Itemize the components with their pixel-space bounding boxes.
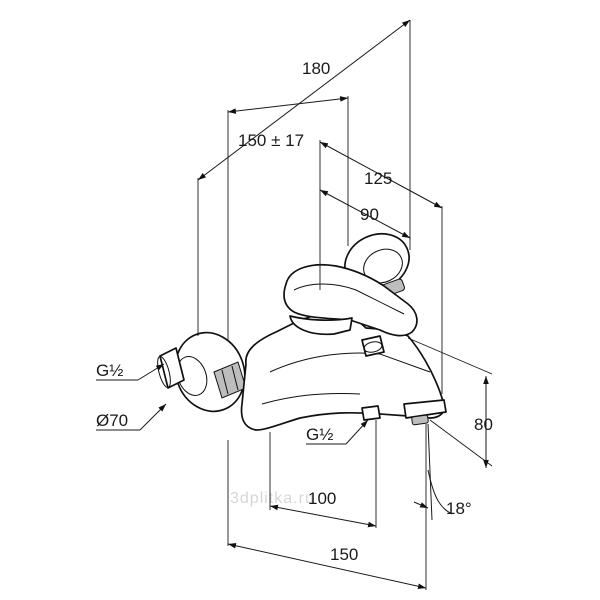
dimension-labels: 180 150 ± 17 125 90 80 100 150 18° G½ Ø7… bbox=[96, 59, 493, 564]
dim-line-150 bbox=[227, 543, 427, 589]
lever-handle bbox=[283, 264, 418, 337]
watermark: 3dplitka.ru bbox=[230, 490, 315, 507]
label-outlet-thread: G½ bbox=[306, 425, 333, 444]
label-125: 125 bbox=[364, 169, 392, 188]
label-180: 180 bbox=[302, 59, 330, 78]
dim-line-150-17 bbox=[227, 96, 349, 114]
angle-arc bbox=[427, 469, 453, 515]
label-escutcheon-diameter: Ø70 bbox=[96, 411, 128, 430]
dim-line-180 bbox=[197, 19, 411, 181]
label-100: 100 bbox=[308, 489, 336, 508]
extension-lines bbox=[197, 20, 493, 590]
faucet-body bbox=[157, 232, 447, 431]
dim-line-100 bbox=[269, 504, 377, 528]
label-150: 150 bbox=[330, 545, 358, 564]
dimension-lines bbox=[197, 19, 489, 589]
left-escutcheon bbox=[157, 331, 247, 413]
label-90: 90 bbox=[360, 205, 379, 224]
label-80: 80 bbox=[474, 415, 493, 434]
label-150-17: 150 ± 17 bbox=[238, 131, 304, 150]
dim-line-125 bbox=[319, 141, 443, 209]
callout-leaders bbox=[96, 363, 369, 445]
spout-tip bbox=[403, 399, 447, 419]
dim-line-90 bbox=[319, 189, 411, 239]
label-angle: 18° bbox=[446, 499, 472, 518]
label-inlet-thread: G½ bbox=[96, 361, 123, 380]
